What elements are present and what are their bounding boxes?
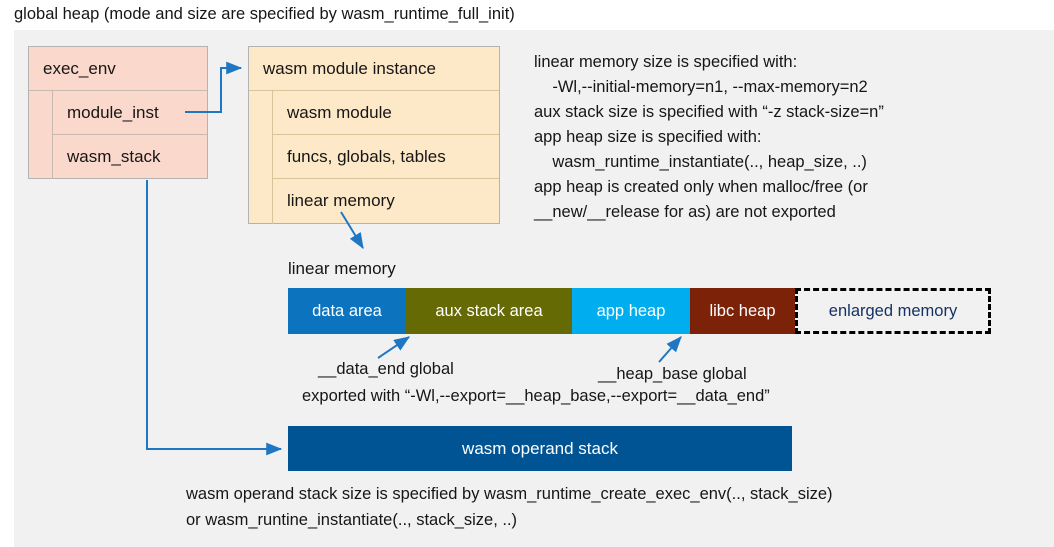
page-title: global heap (mode and size are specified… bbox=[14, 5, 515, 23]
linear-memory-notes: linear memory size is specified with: -W… bbox=[534, 53, 884, 221]
module-instance-body: wasm module funcs, globals, tables linea… bbox=[249, 91, 499, 224]
memory-segment-enlarged-memory: enlarged memory bbox=[795, 288, 991, 334]
exec-env-header: exec_env bbox=[29, 47, 207, 91]
module-instance-row-wasm-module: wasm module bbox=[273, 91, 499, 135]
linear-memory-bar-label: linear memory bbox=[288, 259, 396, 278]
memory-segment-app-heap: app heap bbox=[572, 288, 690, 334]
module-instance-rows: wasm module funcs, globals, tables linea… bbox=[273, 91, 499, 224]
module-instance-header: wasm module instance bbox=[249, 47, 499, 91]
module-instance-row-linear-memory: linear memory bbox=[287, 191, 395, 210]
annotation-exported-with: exported with “-Wl,--export=__heap_base,… bbox=[302, 387, 770, 405]
wasm-module-instance-box: wasm module instance wasm module funcs, … bbox=[248, 46, 500, 224]
operand-stack-notes: wasm operand stack size is specified by … bbox=[186, 485, 833, 529]
exec-env-row-module-inst: module_inst bbox=[53, 91, 207, 135]
exec-env-box: exec_env module_inst wasm_stack bbox=[28, 46, 208, 179]
module-instance-row-funcs-globals-tables: funcs, globals, tables bbox=[273, 135, 499, 179]
module-instance-gutter bbox=[249, 91, 273, 224]
exec-env-rows: module_inst wasm_stack bbox=[53, 91, 207, 179]
memory-segment-data-area: data area bbox=[288, 288, 406, 334]
memory-segment-aux-stack-area: aux stack area bbox=[406, 288, 572, 334]
exec-env-body: module_inst wasm_stack bbox=[29, 91, 207, 179]
wasm-operand-stack-label: wasm operand stack bbox=[462, 438, 618, 458]
wasm-operand-stack-bar: wasm operand stack bbox=[288, 426, 792, 471]
memory-segment-libc-heap: libc heap bbox=[690, 288, 795, 334]
exec-env-row-wasm-stack: wasm_stack bbox=[67, 147, 161, 166]
exec-env-gutter bbox=[29, 91, 53, 179]
annotation-heap-base: __heap_base global bbox=[598, 365, 747, 383]
annotation-data-end: __data_end global bbox=[318, 360, 454, 378]
